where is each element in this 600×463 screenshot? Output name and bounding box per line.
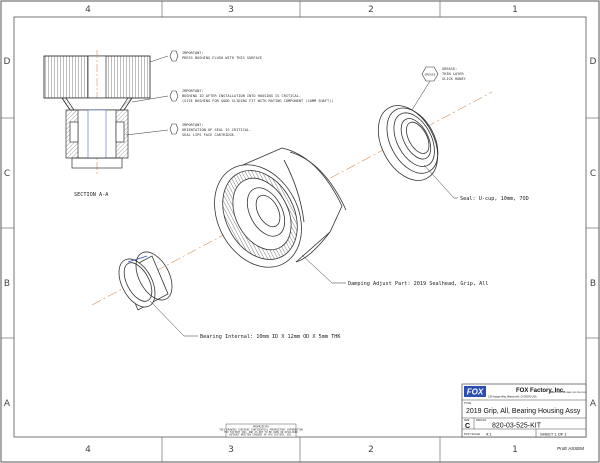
note-2-text: BUSHING ID AFTER INSTALLATION INTO HOUSI… xyxy=(182,94,301,98)
proprietary-line-1: PROPRIETARY xyxy=(253,426,269,429)
grid-row-right-c: C xyxy=(590,169,596,179)
grid-row-left-a: A xyxy=(4,399,11,409)
note-3-text2: SEAL LIPS FACE CARTRIDGE. xyxy=(182,133,236,137)
note-1: IMPORTANT: PRESS BUSHING FLUSH WITH THIS… xyxy=(169,50,262,62)
company-name: FOX Factory, Inc. xyxy=(516,388,565,394)
grease-line-3: SLICK HONEY xyxy=(442,77,467,81)
section-view xyxy=(43,50,169,175)
note-3-hex-icon xyxy=(169,123,179,135)
company-address: 130 Hangar Way, Watsonville, CA 95076 US… xyxy=(488,396,537,399)
grid-col-top-3: 3 xyxy=(228,5,234,15)
note-1-hex-icon xyxy=(169,50,179,62)
proprietary-line-4: WITHOUT WRITTEN CONSENT OF FOX FACTORY, … xyxy=(229,434,292,437)
size-label: SIZE xyxy=(464,419,470,422)
assembly-centerline xyxy=(91,91,493,306)
dwg-number: 820-03-525-KIT xyxy=(492,423,542,430)
sheet-number: SHEET 1 OF 1 xyxy=(540,432,567,437)
grid-labels: 4 3 2 1 4 3 2 1 D C B A D C B A xyxy=(4,5,597,455)
grease-line-2: THIN LAYER xyxy=(442,72,464,76)
grid-col-top-1: 1 xyxy=(512,5,518,15)
fox-logo xyxy=(464,386,486,397)
title-block: FOX FOX Factory, Inc. 130 Hangar Way, Wa… xyxy=(461,383,587,451)
proprietary-line-3: FOX FACTORY INC. AND IS NOT TO BE USED O… xyxy=(224,431,298,434)
seal-part xyxy=(377,105,439,181)
note-1-title: IMPORTANT: xyxy=(182,51,204,55)
scale-value: 4:1 xyxy=(486,432,492,437)
callout-leaders xyxy=(149,164,458,337)
dwg-label: DWG NO. xyxy=(476,419,487,422)
grid-row-right-b: B xyxy=(590,279,596,289)
grease-badge: GREASE xyxy=(425,73,436,77)
note-2: IMPORTANT: BUSHING ID AFTER INSTALLATION… xyxy=(169,89,333,103)
grid-col-bottom-2: 2 xyxy=(368,445,374,455)
fox-logo-text: FOX xyxy=(467,388,484,397)
grid-row-left-b: B xyxy=(4,279,10,289)
size-value: C xyxy=(465,423,470,430)
proprietary-block: PROPRIETARY THIS DRAWING CONTAINS CONFID… xyxy=(219,423,303,438)
title-label: TITLE xyxy=(464,401,471,405)
company-phone: PH: 831-768-1100 FAX: 831-768-9312 xyxy=(549,391,587,394)
grid-col-bottom-1: 1 xyxy=(512,445,518,455)
note-3-text: ORIENTATION OF SEAL IS CRITICAL. xyxy=(182,128,251,132)
note-1-text: PRESS BUSHING FLUSH WITH THIS SURFACE xyxy=(182,56,262,60)
grid-col-bottom-4: 4 xyxy=(85,445,91,455)
grid-row-right-d: D xyxy=(590,57,597,67)
footer-label: ProE ASSEM xyxy=(557,446,584,451)
section-label: SECTION A-A xyxy=(74,192,109,198)
grease-note: GREASE GREASE: THIN LAYER SLICK HONEY xyxy=(411,66,467,111)
grease-hex-icon xyxy=(421,66,439,82)
seal-callout: Seal: U-cup, 10mm, 7OD xyxy=(460,196,529,202)
drawing-title: 2019 Grip, All, Bearing Housing Assy xyxy=(466,408,581,415)
grid-col-top-2: 2 xyxy=(368,5,374,15)
bearing-part xyxy=(118,251,173,311)
note-2-text2: (SIZE BUSHING FOR GOOD SLIDING FIT WITH … xyxy=(182,99,333,103)
proprietary-line-2: THIS DRAWING CONTAINS CONFIDENTIAL PROPR… xyxy=(219,429,303,432)
grid-col-top-4: 4 xyxy=(85,5,91,15)
scale-label: PLOT SCALE xyxy=(464,432,480,436)
damping-callout: Damping Adjust Part: 2019 Sealhead, Grip… xyxy=(348,281,489,287)
note-2-hex-icon xyxy=(169,90,179,102)
note-3: IMPORTANT: ORIENTATION OF SEAL IS CRITIC… xyxy=(169,123,251,137)
grid-row-left-d: D xyxy=(4,57,11,67)
grease-line-1: GREASE: xyxy=(442,67,457,71)
note-2-title: IMPORTANT: xyxy=(182,89,204,93)
damping-adjust-part xyxy=(214,147,347,268)
note-3-title: IMPORTANT: xyxy=(182,123,204,127)
grid-row-right-a: A xyxy=(590,399,597,409)
grid-col-bottom-3: 3 xyxy=(228,445,234,455)
grid-row-left-c: C xyxy=(4,169,10,179)
bearing-callout: Bearing Internal: 10mm ID X 12mm OD X 5m… xyxy=(200,334,341,340)
